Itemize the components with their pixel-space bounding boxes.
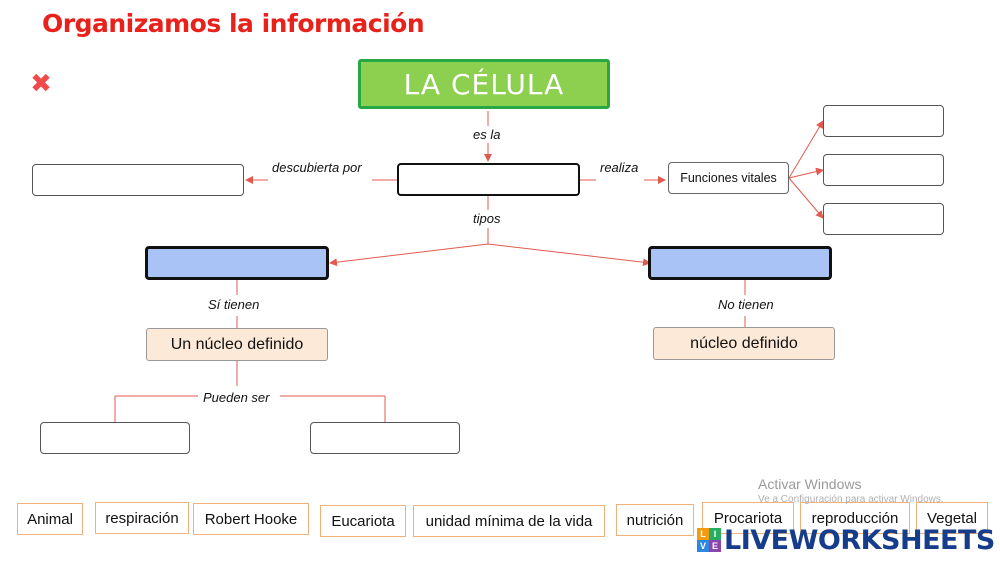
link-label-pueden-ser: Pueden ser: [203, 390, 270, 405]
link-label-descubierta-por: descubierta por: [272, 160, 362, 175]
drop-target-cell-type-left[interactable]: [145, 246, 329, 280]
word-chip-reproduccion[interactable]: reproducción: [800, 502, 910, 534]
word-chip-vegetal[interactable]: Vegetal: [916, 502, 988, 534]
drop-target-eukaryote-kind-1[interactable]: [40, 422, 190, 454]
close-icon[interactable]: ✖: [30, 68, 52, 98]
liveworksheets-brand: L I V E LIVEWORKSHEETS: [697, 524, 995, 556]
logo-letter: E: [709, 540, 721, 552]
logo-letter: V: [697, 540, 709, 552]
link-label-no-tienen: No tienen: [718, 297, 774, 312]
drop-target-eukaryote-kind-2[interactable]: [310, 422, 460, 454]
concept-nucleo-definido-yes: Un núcleo definido: [146, 328, 328, 361]
word-chip-unidad-minima[interactable]: unidad mínima de la vida: [413, 505, 605, 537]
logo-letter: I: [709, 528, 721, 540]
concept-nucleo-definido-no: núcleo definido: [653, 327, 835, 360]
root-concept-la-celula: LA CÉLULA: [358, 59, 610, 109]
word-chip-robert-hooke[interactable]: Robert Hooke: [193, 503, 309, 535]
link-label-tipos: tipos: [473, 211, 501, 226]
drop-target-definition[interactable]: [397, 163, 580, 196]
brand-name: LIVEWORKSHEETS: [724, 524, 995, 556]
concept-funciones-vitales: Funciones vitales: [668, 162, 789, 194]
drop-target-discoverer[interactable]: [32, 164, 244, 196]
link-label-realiza: realiza: [600, 160, 639, 175]
drop-target-function-1[interactable]: [823, 105, 944, 137]
drop-target-cell-type-right[interactable]: [648, 246, 832, 280]
word-chip-respiracion[interactable]: respiración: [95, 502, 189, 534]
page-title: Organizamos la información: [42, 9, 425, 38]
liveworksheets-logo-icon: L I V E: [697, 528, 721, 552]
activation-watermark-subtitle: Ve a Configuración para activar Windows.: [758, 494, 944, 505]
link-label-si-tienen: Sí tienen: [208, 297, 260, 312]
drop-target-function-3[interactable]: [823, 203, 944, 235]
logo-letter: L: [697, 528, 709, 540]
word-chip-eucariota[interactable]: Eucariota: [320, 505, 406, 537]
word-chip-nutricion[interactable]: nutrición: [616, 504, 694, 536]
word-chip-animal[interactable]: Animal: [17, 503, 83, 535]
activation-watermark-title: Activar Windows: [758, 476, 862, 492]
drop-target-function-2[interactable]: [823, 154, 944, 186]
link-label-es-la: es la: [473, 127, 501, 142]
